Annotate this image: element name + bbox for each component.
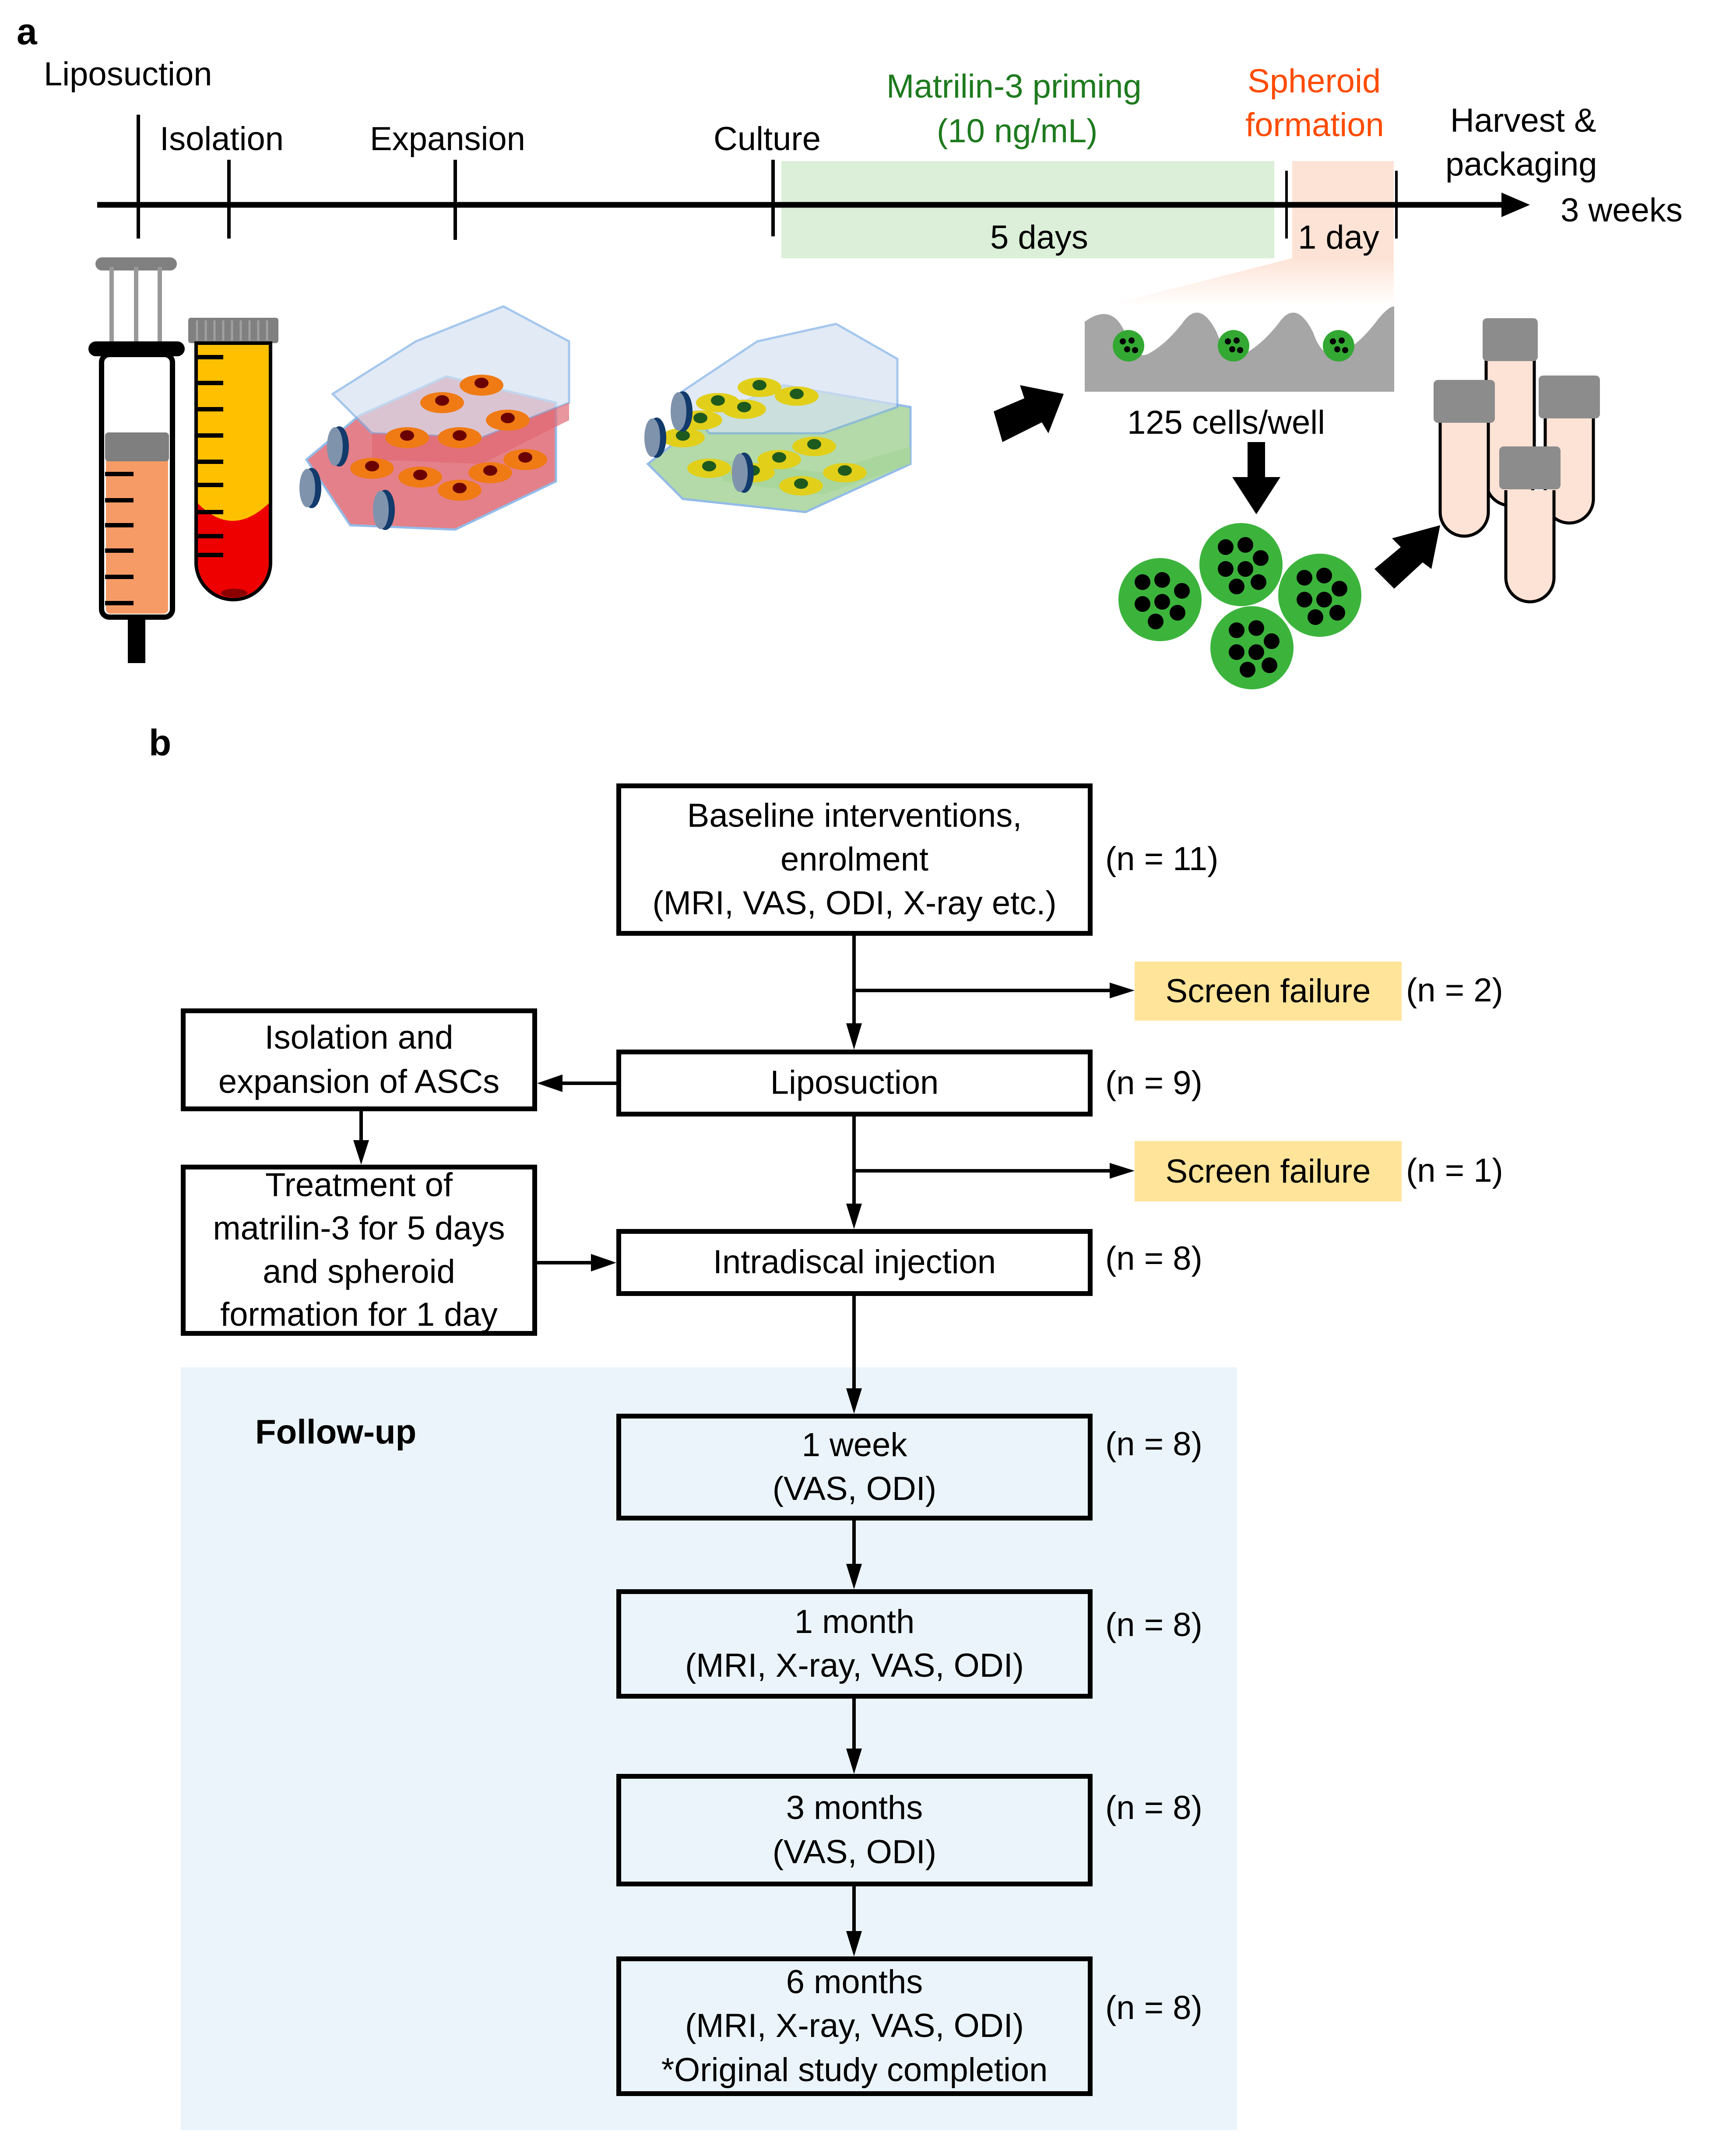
microwell-plate-icon [1085, 306, 1394, 392]
priming-duration: 5 days [990, 219, 1088, 256]
arrow-to-6-months [846, 1931, 862, 1956]
syringe-icon [88, 257, 185, 663]
spheroid-title-2: formation [1245, 106, 1384, 144]
baseline-line-1: Baseline interventions, [687, 797, 1022, 834]
spheroid-band [1292, 161, 1394, 258]
injection-box: Intradiscal injection [616, 1229, 1093, 1296]
screen-failure-1: Screen failure [1135, 962, 1402, 1021]
injection-line-1: Intradiscal injection [713, 1243, 996, 1281]
baseline-n: (n = 11) [1105, 840, 1219, 878]
visit-6-months-box: 6 months (MRI, X-ray, VAS, ODI) *Origina… [616, 1956, 1093, 2096]
priming-title: Matrilin-3 priming [886, 68, 1142, 105]
step-expansion-label: Expansion [370, 120, 525, 158]
total-duration: 3 weeks [1561, 192, 1683, 229]
priming-flasks-icon [644, 323, 912, 513]
screen-failure-1-label: Screen failure [1165, 973, 1371, 1010]
panel-b-label: b [149, 722, 172, 763]
expansion-flasks-icon [299, 305, 570, 531]
arrow-to-microwell-icon [994, 385, 1064, 442]
spheroids-icon [1118, 523, 1361, 689]
arrow-to-3-months [846, 1749, 862, 1774]
screen-failure-1-n: (n = 2) [1406, 972, 1503, 1009]
treatment-box: Treatment of matrilin-3 for 5 days and s… [181, 1165, 537, 1336]
visit-3-months-n: (n = 8) [1105, 1789, 1202, 1826]
injection-n: (n = 8) [1105, 1240, 1202, 1277]
screen-failure-2: Screen failure [1135, 1141, 1402, 1201]
isolation-line-2: expansion of ASCs [218, 1063, 500, 1100]
harvest-label-2: packaging [1445, 146, 1597, 183]
step-isolation-label: Isolation [160, 120, 284, 158]
arrow-screen-failure-1 [1110, 983, 1135, 998]
tube-caps [1434, 318, 1600, 489]
arrow-to-tubes-icon [1375, 525, 1440, 589]
screen-failure-2-n: (n = 1) [1406, 1152, 1503, 1189]
arrow-to-injection [846, 1204, 862, 1229]
panel-a-label: a [17, 11, 37, 52]
visit-1-week-line-2: (VAS, ODI) [772, 1470, 937, 1507]
arrow-to-treatment [353, 1140, 369, 1165]
visit-3-months-box: 3 months (VAS, ODI) [616, 1774, 1093, 1886]
priming-dose: (10 ng/mL) [937, 112, 1098, 150]
baseline-line-3: (MRI, VAS, ODI, X-ray etc.) [652, 885, 1057, 922]
visit-6-months-n: (n = 8) [1105, 1989, 1202, 2026]
flask-caps [299, 426, 395, 530]
liposuction-n: (n = 9) [1105, 1064, 1202, 1102]
blood-tube-icon [188, 318, 278, 601]
visit-1-week-box: 1 week (VAS, ODI) [616, 1414, 1093, 1520]
visit-3-months-line-2: (VAS, ODI) [772, 1833, 937, 1871]
arrow-treatment-to-injection [591, 1254, 616, 1271]
well-caption: 125 cells/well [1127, 404, 1325, 441]
visit-3-months-line-1: 3 months [786, 1789, 923, 1827]
isolation-line-1: Isolation and [264, 1019, 453, 1057]
flask-caps-green [644, 391, 754, 493]
timeline-arrowhead [1501, 193, 1530, 217]
treatment-line-4: formation for 1 day [220, 1296, 498, 1334]
step-culture-label: Culture [714, 120, 821, 158]
visit-1-month-box: 1 month (MRI, X-ray, VAS, ODI) [616, 1589, 1093, 1699]
liposuction-box: Liposuction [616, 1050, 1093, 1117]
baseline-box: Baseline interventions, enrolment (MRI, … [616, 783, 1093, 936]
arrow-screen-failure-2 [1110, 1163, 1135, 1179]
step-liposuction-label: Liposuction [44, 56, 212, 93]
follow-up-title: Follow-up [255, 1412, 417, 1451]
arrow-to-1-week [846, 1388, 862, 1414]
screen-failure-2-label: Screen failure [1165, 1152, 1371, 1190]
treatment-line-3: and spheroid [263, 1253, 455, 1290]
visit-6-months-line-3: *Original study completion [661, 2051, 1048, 2089]
treatment-line-1: Treatment of [265, 1166, 453, 1204]
spheroid-title-1: Spheroid [1248, 63, 1381, 100]
visit-1-week-n: (n = 8) [1105, 1426, 1202, 1463]
visit-1-month-line-1: 1 month [794, 1603, 915, 1640]
harvest-label-1: Harvest & [1450, 102, 1596, 139]
arrow-to-isolation [537, 1074, 562, 1092]
visit-6-months-line-1: 6 months [786, 1963, 923, 2001]
visit-1-month-n: (n = 8) [1105, 1606, 1202, 1643]
isolation-box: Isolation and expansion of ASCs [181, 1008, 537, 1111]
treatment-line-2: matrilin-3 for 5 days [213, 1209, 505, 1247]
priming-band [781, 161, 1274, 258]
arrow-to-1-month [846, 1564, 862, 1589]
baseline-line-2: enrolment [780, 840, 928, 878]
visit-6-months-line-2: (MRI, X-ray, VAS, ODI) [685, 2007, 1024, 2045]
arrow-to-liposuction [846, 1023, 862, 1050]
visit-1-week-line-1: 1 week [802, 1426, 907, 1464]
visit-1-month-line-2: (MRI, X-ray, VAS, ODI) [685, 1647, 1024, 1684]
spheroid-duration: 1 day [1298, 219, 1379, 256]
arrow-down-icon [1232, 442, 1280, 514]
liposuction-line-1: Liposuction [770, 1064, 939, 1102]
